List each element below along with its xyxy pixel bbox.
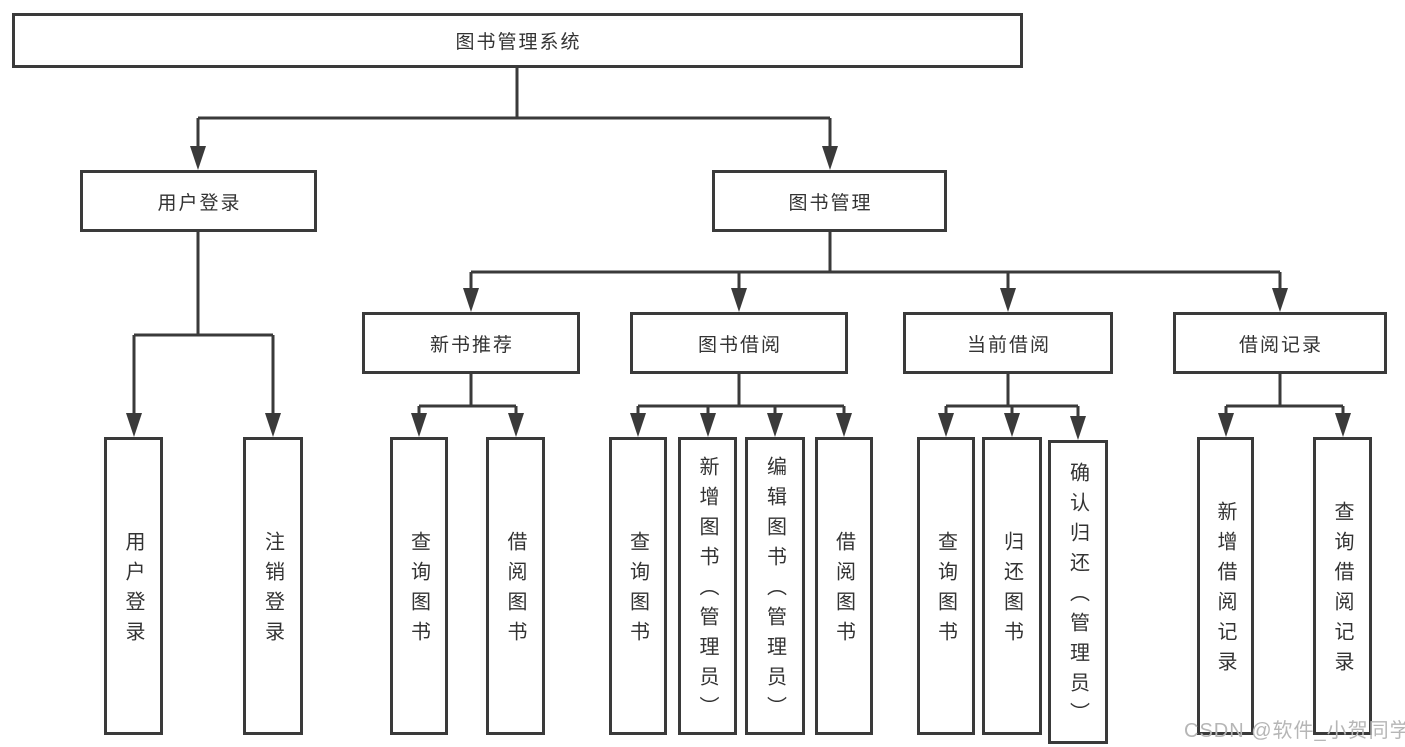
leaf-borrow-books-1-label: 借阅图书	[504, 531, 526, 651]
leaf-query-borrow-record-label: 查询借阅记录	[1331, 501, 1353, 681]
leaf-query-books-3-label: 查询图书	[934, 531, 957, 651]
csdn-watermark: CSDN @软件_小贺同学	[1184, 720, 1405, 742]
leaf-edit-book-admin: 编辑图书（管理员）	[745, 437, 805, 735]
node-root: 图书管理系统	[12, 13, 1023, 68]
leaf-borrow-books-1: 借阅图书	[486, 437, 545, 735]
leaf-borrow-books-2-label: 借阅图书	[832, 531, 855, 651]
connector-strokes	[132, 68, 1345, 428]
leaf-query-borrow-record: 查询借阅记录	[1313, 437, 1372, 735]
leaf-logout-label: 注销登录	[261, 531, 284, 651]
leaf-edit-book-admin-label: 编辑图书（管理员）	[763, 456, 786, 726]
node-user-login: 用户登录	[80, 170, 317, 232]
leaf-confirm-return-admin-label: 确认归还（管理员）	[1066, 462, 1089, 732]
leaf-confirm-return-admin: 确认归还（管理员）	[1048, 440, 1108, 744]
leaf-query-books-2: 查询图书	[609, 437, 667, 735]
leaf-return-book-label: 归还图书	[1000, 531, 1023, 651]
leaf-query-books-3: 查询图书	[917, 437, 975, 735]
node-book-management: 图书管理	[712, 170, 947, 232]
leaf-borrow-books-2: 借阅图书	[815, 437, 873, 735]
leaf-add-borrow-record-label: 新增借阅记录	[1214, 501, 1236, 681]
node-current-borrowing: 当前借阅	[903, 312, 1113, 374]
leaf-query-books-1-label: 查询图书	[407, 531, 430, 651]
leaf-query-books-2-label: 查询图书	[626, 531, 649, 651]
leaf-user-login-label: 用户登录	[122, 531, 144, 651]
leaf-add-book-admin: 新增图书（管理员）	[678, 437, 737, 735]
node-borrowing-records: 借阅记录	[1173, 312, 1387, 374]
leaf-query-books-1: 查询图书	[390, 437, 448, 735]
leaf-add-borrow-record: 新增借阅记录	[1197, 437, 1254, 735]
arrowheads	[126, 146, 1351, 440]
node-new-book-recommend: 新书推荐	[362, 312, 580, 374]
node-book-borrowing: 图书借阅	[630, 312, 848, 374]
leaf-add-book-admin-label: 新增图书（管理员）	[696, 456, 718, 726]
leaf-logout: 注销登录	[243, 437, 303, 735]
leaf-return-book: 归还图书	[982, 437, 1042, 735]
leaf-user-login: 用户登录	[104, 437, 163, 735]
